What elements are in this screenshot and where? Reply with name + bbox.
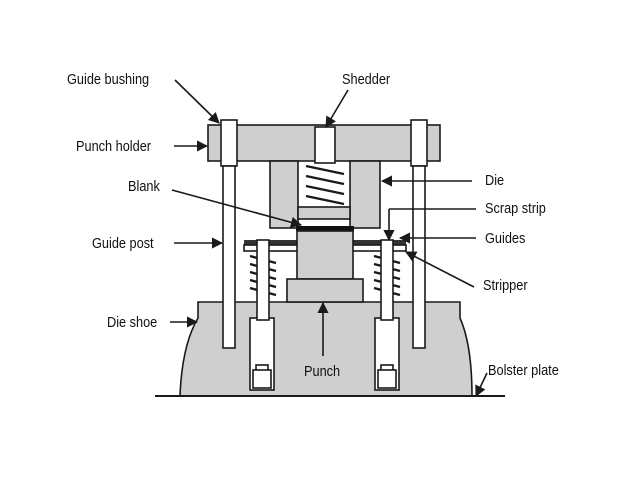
label-die-shoe: Die shoe	[107, 313, 158, 330]
shedder-spring	[305, 164, 345, 206]
shedder-pad	[297, 206, 351, 220]
label-guide-post: Guide post	[92, 234, 154, 251]
leader-lines	[170, 79, 488, 398]
label-punch-holder: Punch holder	[76, 137, 151, 154]
label-scrap-strip: Scrap strip	[485, 199, 546, 216]
guide-bushing-left	[220, 119, 238, 167]
die-block-right	[349, 160, 381, 229]
die-block-left	[269, 160, 299, 229]
label-shedder: Shedder	[342, 70, 390, 87]
label-guides: Guides	[485, 229, 525, 246]
guide-post-left	[222, 165, 236, 349]
label-stripper: Stripper	[483, 276, 528, 293]
label-punch: Punch	[304, 362, 340, 379]
punch-block	[296, 230, 354, 280]
left-bolt-slot	[249, 317, 275, 391]
label-bolster-plate: Bolster plate	[488, 361, 559, 378]
label-blank: Blank	[128, 177, 160, 194]
right-bolt-slot	[374, 317, 400, 391]
shedder-rod	[314, 126, 336, 164]
punch-base	[286, 278, 364, 303]
stripper-bolt-left	[256, 239, 270, 321]
guide-bushing-right	[410, 119, 428, 167]
stripper-bolt-right	[380, 239, 394, 321]
label-die: Die	[485, 171, 504, 188]
label-guide-bushing: Guide bushing	[67, 70, 149, 87]
blank-strip	[296, 226, 354, 231]
